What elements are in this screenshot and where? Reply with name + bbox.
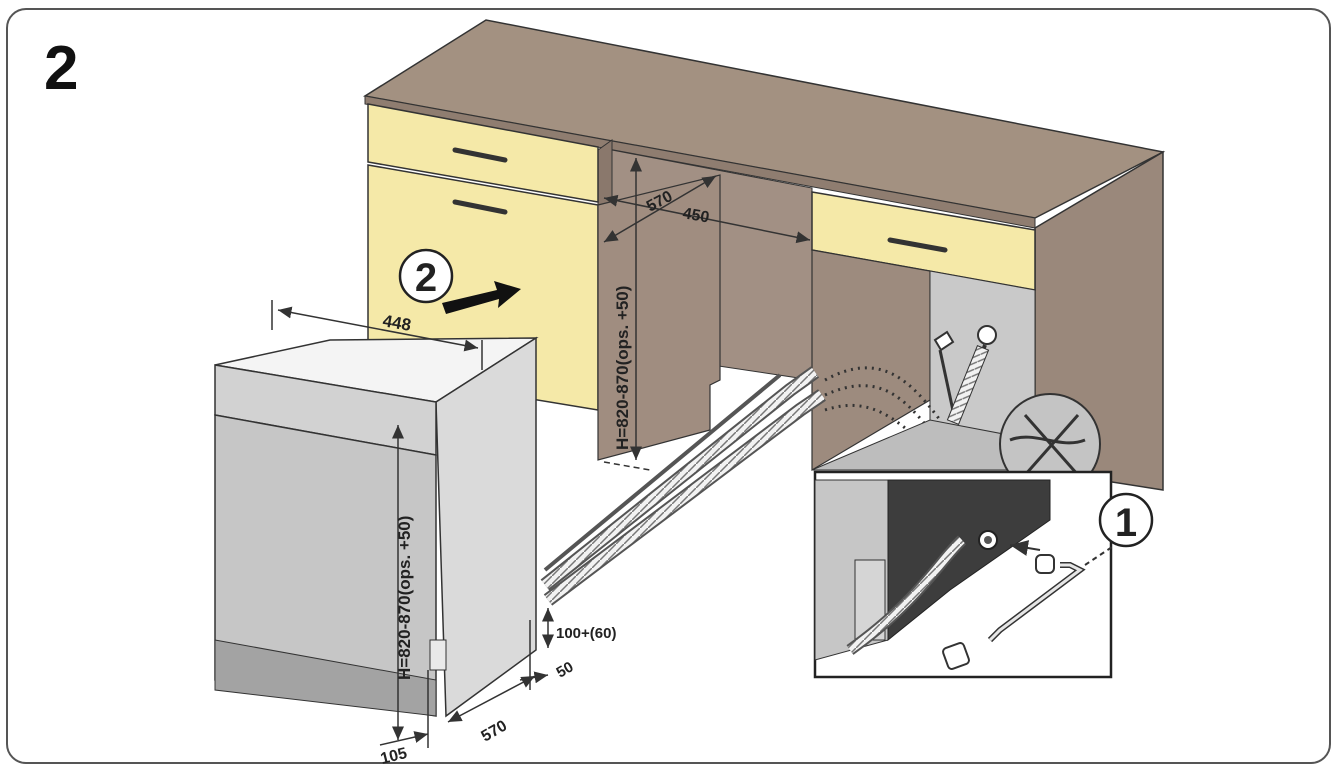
no-leak-inset [999,393,1101,495]
drawer-handle [887,237,948,253]
base-depth-label: 570 [479,717,511,745]
floor-guide-line [603,461,651,471]
plinth-depth-label: 50 [554,658,577,681]
hoses [540,366,942,606]
drawer-handle [452,147,508,163]
plug-icon [933,330,955,352]
appliance-width-label: 448 [381,311,412,335]
dishwasher-plinth [214,639,437,717]
foot-offset-label: 105 [379,745,409,768]
push-callout: 2 [398,248,521,314]
dishwasher [214,336,539,718]
dishwasher-side [435,336,537,718]
dimension-lines [271,158,811,748]
connect-step-label: 1 [1115,501,1137,545]
utility-connections [933,325,997,425]
appliance-height-label: H=820-870(ops. +50) [395,516,414,680]
drawer-handle [452,199,508,215]
step-number: 2 [44,34,79,103]
connect-callout: 1 [1098,492,1154,548]
push-arrow-icon [442,281,521,314]
connection-detail-inset [813,470,1116,679]
plinth-height-label: 100+(60) [556,625,616,642]
push-step-label: 2 [415,256,437,300]
power-cable [543,373,782,572]
drawer-front-top [367,103,599,203]
niche-width-label: 450 [681,205,710,226]
niche-height-label: H=820-870(ops. +50) [613,286,632,450]
